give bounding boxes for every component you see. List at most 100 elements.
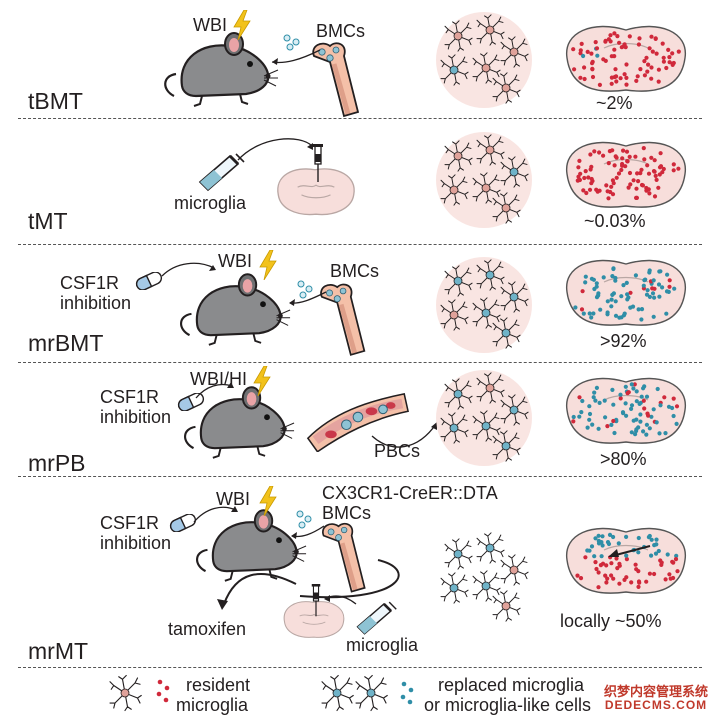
microglia-cell [440, 174, 469, 206]
arrow [371, 423, 437, 448]
label-tamoxifen: tamoxifen [168, 619, 247, 639]
microglia-cell [444, 140, 473, 172]
brain-map [566, 527, 686, 594]
label-pbcs: PBCs [374, 441, 421, 461]
watermark: 织梦内容管理系统 DEDECMS.COM [599, 684, 712, 714]
microglia-cell [476, 134, 505, 166]
panel-title-tbmt: tBMT [28, 88, 83, 114]
label-wbi-hi: WBI/HI [190, 369, 247, 389]
separator-2 [18, 244, 702, 245]
separator-3 [18, 362, 702, 363]
bmc-dots [283, 34, 300, 51]
label-bmcs: BMCs [330, 261, 379, 281]
legend-icons [109, 674, 414, 712]
bmc-dots [296, 510, 312, 529]
brain-map [566, 259, 686, 326]
watermark-line1: 织梦内容管理系统 [603, 684, 708, 699]
microglia-cell [440, 54, 469, 86]
microglia-cell [492, 430, 521, 462]
brain-slice-icon [283, 601, 345, 638]
label-inhibition: inhibition [100, 407, 172, 427]
label-cx3cr1: CX3CR1-CreER::DTA [322, 483, 498, 503]
arrow [299, 559, 400, 599]
microglia-cell [444, 265, 473, 297]
panel-title-mrbmt: mrBMT [28, 330, 104, 356]
mouse-icon [195, 509, 308, 582]
microglia-cell [500, 36, 529, 68]
brain-map [566, 377, 686, 444]
microglia-cell [472, 297, 501, 329]
bmc-dots [297, 280, 313, 299]
separator-1 [18, 118, 702, 119]
mouse-icon [179, 273, 292, 346]
lightning-icon [259, 250, 277, 280]
watermark-line2: DEDECMS.COM [604, 698, 708, 713]
bone-icon [313, 43, 358, 116]
arrow [237, 138, 313, 161]
label-inhibition: inhibition [60, 293, 132, 313]
microglia-cell [492, 590, 521, 622]
microglia-cell [440, 299, 469, 331]
label-microglia: microglia [174, 193, 247, 213]
brain-map [566, 25, 686, 92]
pill-icon [168, 514, 198, 532]
panel-title-mrmt: mrMT [28, 638, 89, 664]
arrow [223, 573, 297, 605]
percent-mrbmt: >92% [600, 331, 647, 351]
mouse-icon [164, 31, 280, 108]
microglia-cell [476, 372, 505, 404]
separator-4 [18, 476, 702, 477]
microglia-cell [472, 410, 501, 442]
microglia-cell [440, 572, 469, 604]
arrow [161, 262, 215, 277]
tube-icon [356, 600, 398, 636]
microglia-cell [500, 156, 529, 188]
label-wbi: WBI [218, 251, 252, 271]
label-csf1r: CSF1R [100, 387, 160, 407]
bone-icon [321, 284, 364, 354]
microglia-cell [500, 281, 529, 313]
pill-icon [134, 272, 164, 290]
brain-map-layer [566, 25, 686, 594]
microglia-cell [444, 538, 473, 570]
microglia-cell [472, 570, 501, 602]
microglia-cell [472, 52, 501, 84]
microglia-cell [492, 317, 521, 349]
microglia-cell [476, 14, 505, 46]
microglia-cell [476, 259, 505, 291]
percent-mrpb: >80% [600, 449, 647, 469]
legend-replaced-cell-icon [321, 674, 388, 712]
panel-title-mrpb: mrPB [28, 450, 86, 476]
percent-tbmt: ~2% [596, 93, 633, 113]
tube-icon [198, 152, 246, 192]
percent-tmt: ~0.03% [584, 211, 646, 231]
legend-replaced-dots-icon [400, 681, 414, 705]
microglia-cell [500, 554, 529, 586]
microglia-cell [472, 172, 501, 204]
percent-mrmt: locally ~50% [560, 611, 662, 631]
label-wbi: WBI [193, 15, 227, 35]
label-csf1r: CSF1R [60, 273, 120, 293]
legend-resident-line2: microglia [176, 695, 249, 715]
microglia-cell-layer [436, 12, 532, 622]
microglia-cell [444, 378, 473, 410]
separator-5 [18, 667, 702, 668]
legend-replaced-line2: or microglia-like cells [424, 695, 592, 715]
legend-resident-dots-icon [156, 679, 170, 703]
microglia-cell [476, 532, 505, 564]
label-microglia: microglia [346, 635, 419, 655]
microglia-cell [492, 72, 521, 104]
label-wbi: WBI [216, 489, 250, 509]
label-bmcs: BMCs [316, 21, 365, 41]
brain-slice-icon [277, 168, 355, 216]
microglia-cell [500, 394, 529, 426]
pill-icon [176, 393, 206, 411]
panel-title-tmt: tMT [28, 208, 68, 234]
label-inhibition: inhibition [100, 533, 172, 553]
bone-icon [323, 524, 365, 592]
legend-resident-line1: resident [186, 675, 251, 695]
label-csf1r: CSF1R [100, 513, 160, 533]
legend-replaced-line1: replaced microglia [438, 675, 585, 695]
microglia-cell [440, 412, 469, 444]
